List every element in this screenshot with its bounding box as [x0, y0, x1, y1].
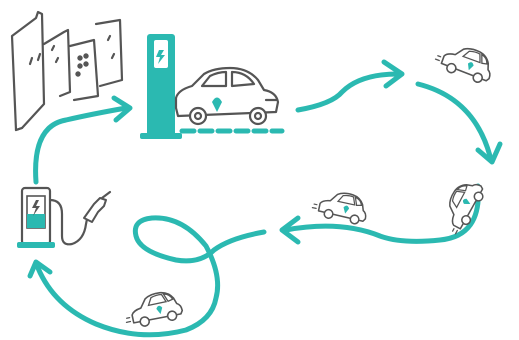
parked-car-icon — [176, 68, 278, 124]
fuel-pump-icon — [17, 188, 110, 248]
small-car-icon — [122, 289, 184, 330]
charging-station-icon — [140, 34, 182, 139]
small-car-icon — [433, 38, 497, 85]
small-car-icon — [311, 187, 370, 226]
